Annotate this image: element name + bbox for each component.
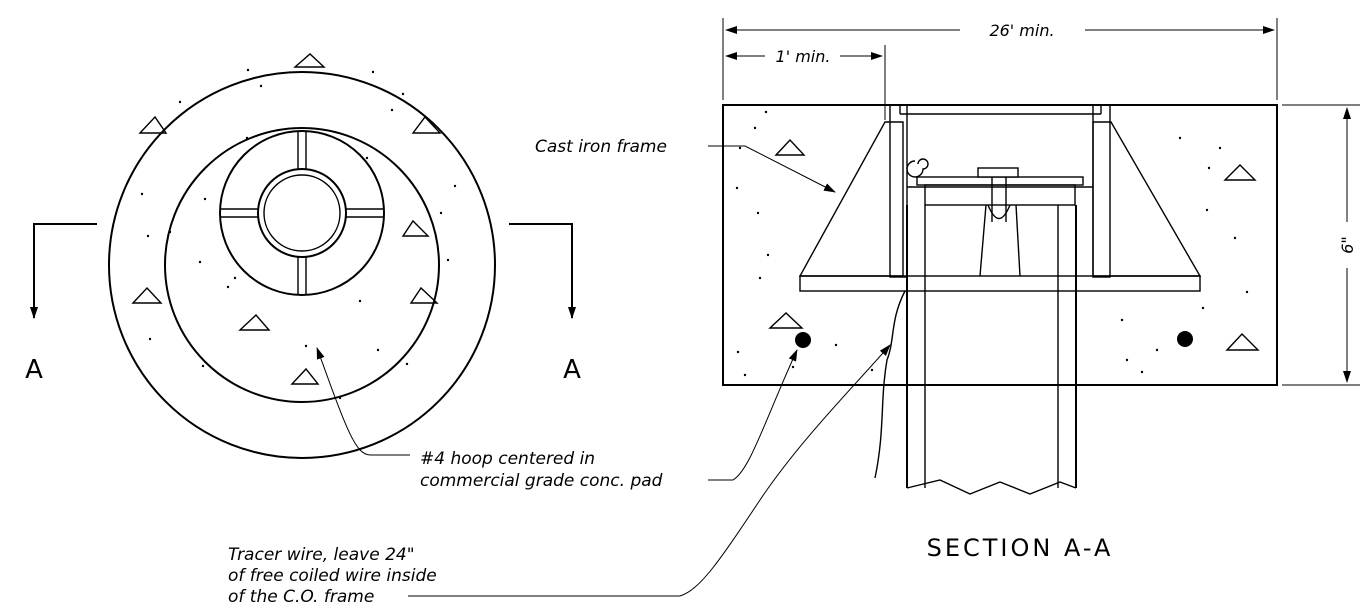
cleanout-cap-top (916, 176, 1084, 186)
frame-flange (799, 275, 1201, 292)
callout-cast-iron-frame: Cast iron frame (535, 137, 836, 193)
cleanout-cap-body (924, 184, 1076, 206)
tracer-wire-label-line-2: of free coiled wire inside (228, 566, 437, 586)
cleanout-pipe-outer (257, 168, 347, 258)
plan-view: A A (25, 53, 581, 459)
frame-cross-ribs (220, 131, 384, 295)
dimension-edge-offset: 1' min. (725, 45, 886, 120)
overall-width-label: 26' min. (989, 21, 1054, 40)
tracer-wire-label-line-1: Tracer wire, leave 24" (228, 545, 415, 565)
frame-cone-left (798, 121, 904, 277)
section-cut-left: A (25, 223, 97, 385)
cast-iron-frame-label: Cast iron frame (535, 137, 667, 157)
callout-hoop: #4 hoop centered in commercial grade con… (316, 347, 798, 491)
section-view: SECTION A-A (722, 104, 1278, 562)
pipe-break-line (906, 479, 1077, 495)
depth-label: 6" (1338, 236, 1357, 254)
section-aggregate-symbols (768, 138, 1260, 351)
tracer-wire-label-line-3: of the C.O. frame (228, 587, 374, 607)
cleanout-pipe-inner (263, 174, 341, 252)
frame-cone-right (1092, 121, 1202, 277)
callout-tracer-wire: Tracer wire, leave 24" of free coiled wi… (228, 344, 891, 607)
rebar-hoop-left (795, 332, 811, 348)
hoop-label-line-2: commercial grade conc. pad (420, 471, 663, 491)
concrete-speckles (140, 68, 457, 400)
frame-inner-ring (219, 130, 385, 296)
rebar-hoop-right (1177, 331, 1193, 347)
section-speckles (735, 110, 1249, 377)
pad-outer-edge (108, 71, 496, 459)
dimension-depth: 6" (1282, 104, 1360, 386)
hoop-label-line-1: #4 hoop centered in (420, 449, 595, 469)
frame-wall-left (889, 104, 908, 278)
cleanout-cap-nut (977, 167, 1019, 178)
section-title: SECTION A-A (927, 534, 1114, 562)
tracer-wire-coil (906, 158, 929, 178)
dimension-overall: 26' min. (722, 18, 1278, 100)
frame-outer-ring (164, 127, 440, 403)
section-cut-right: A (509, 223, 581, 385)
tracer-wire (874, 290, 906, 479)
cut-label-left: A (25, 355, 43, 385)
aggregate-symbols (131, 53, 442, 385)
edge-offset-label: 1' min. (776, 47, 831, 66)
cut-label-right: A (563, 355, 581, 385)
